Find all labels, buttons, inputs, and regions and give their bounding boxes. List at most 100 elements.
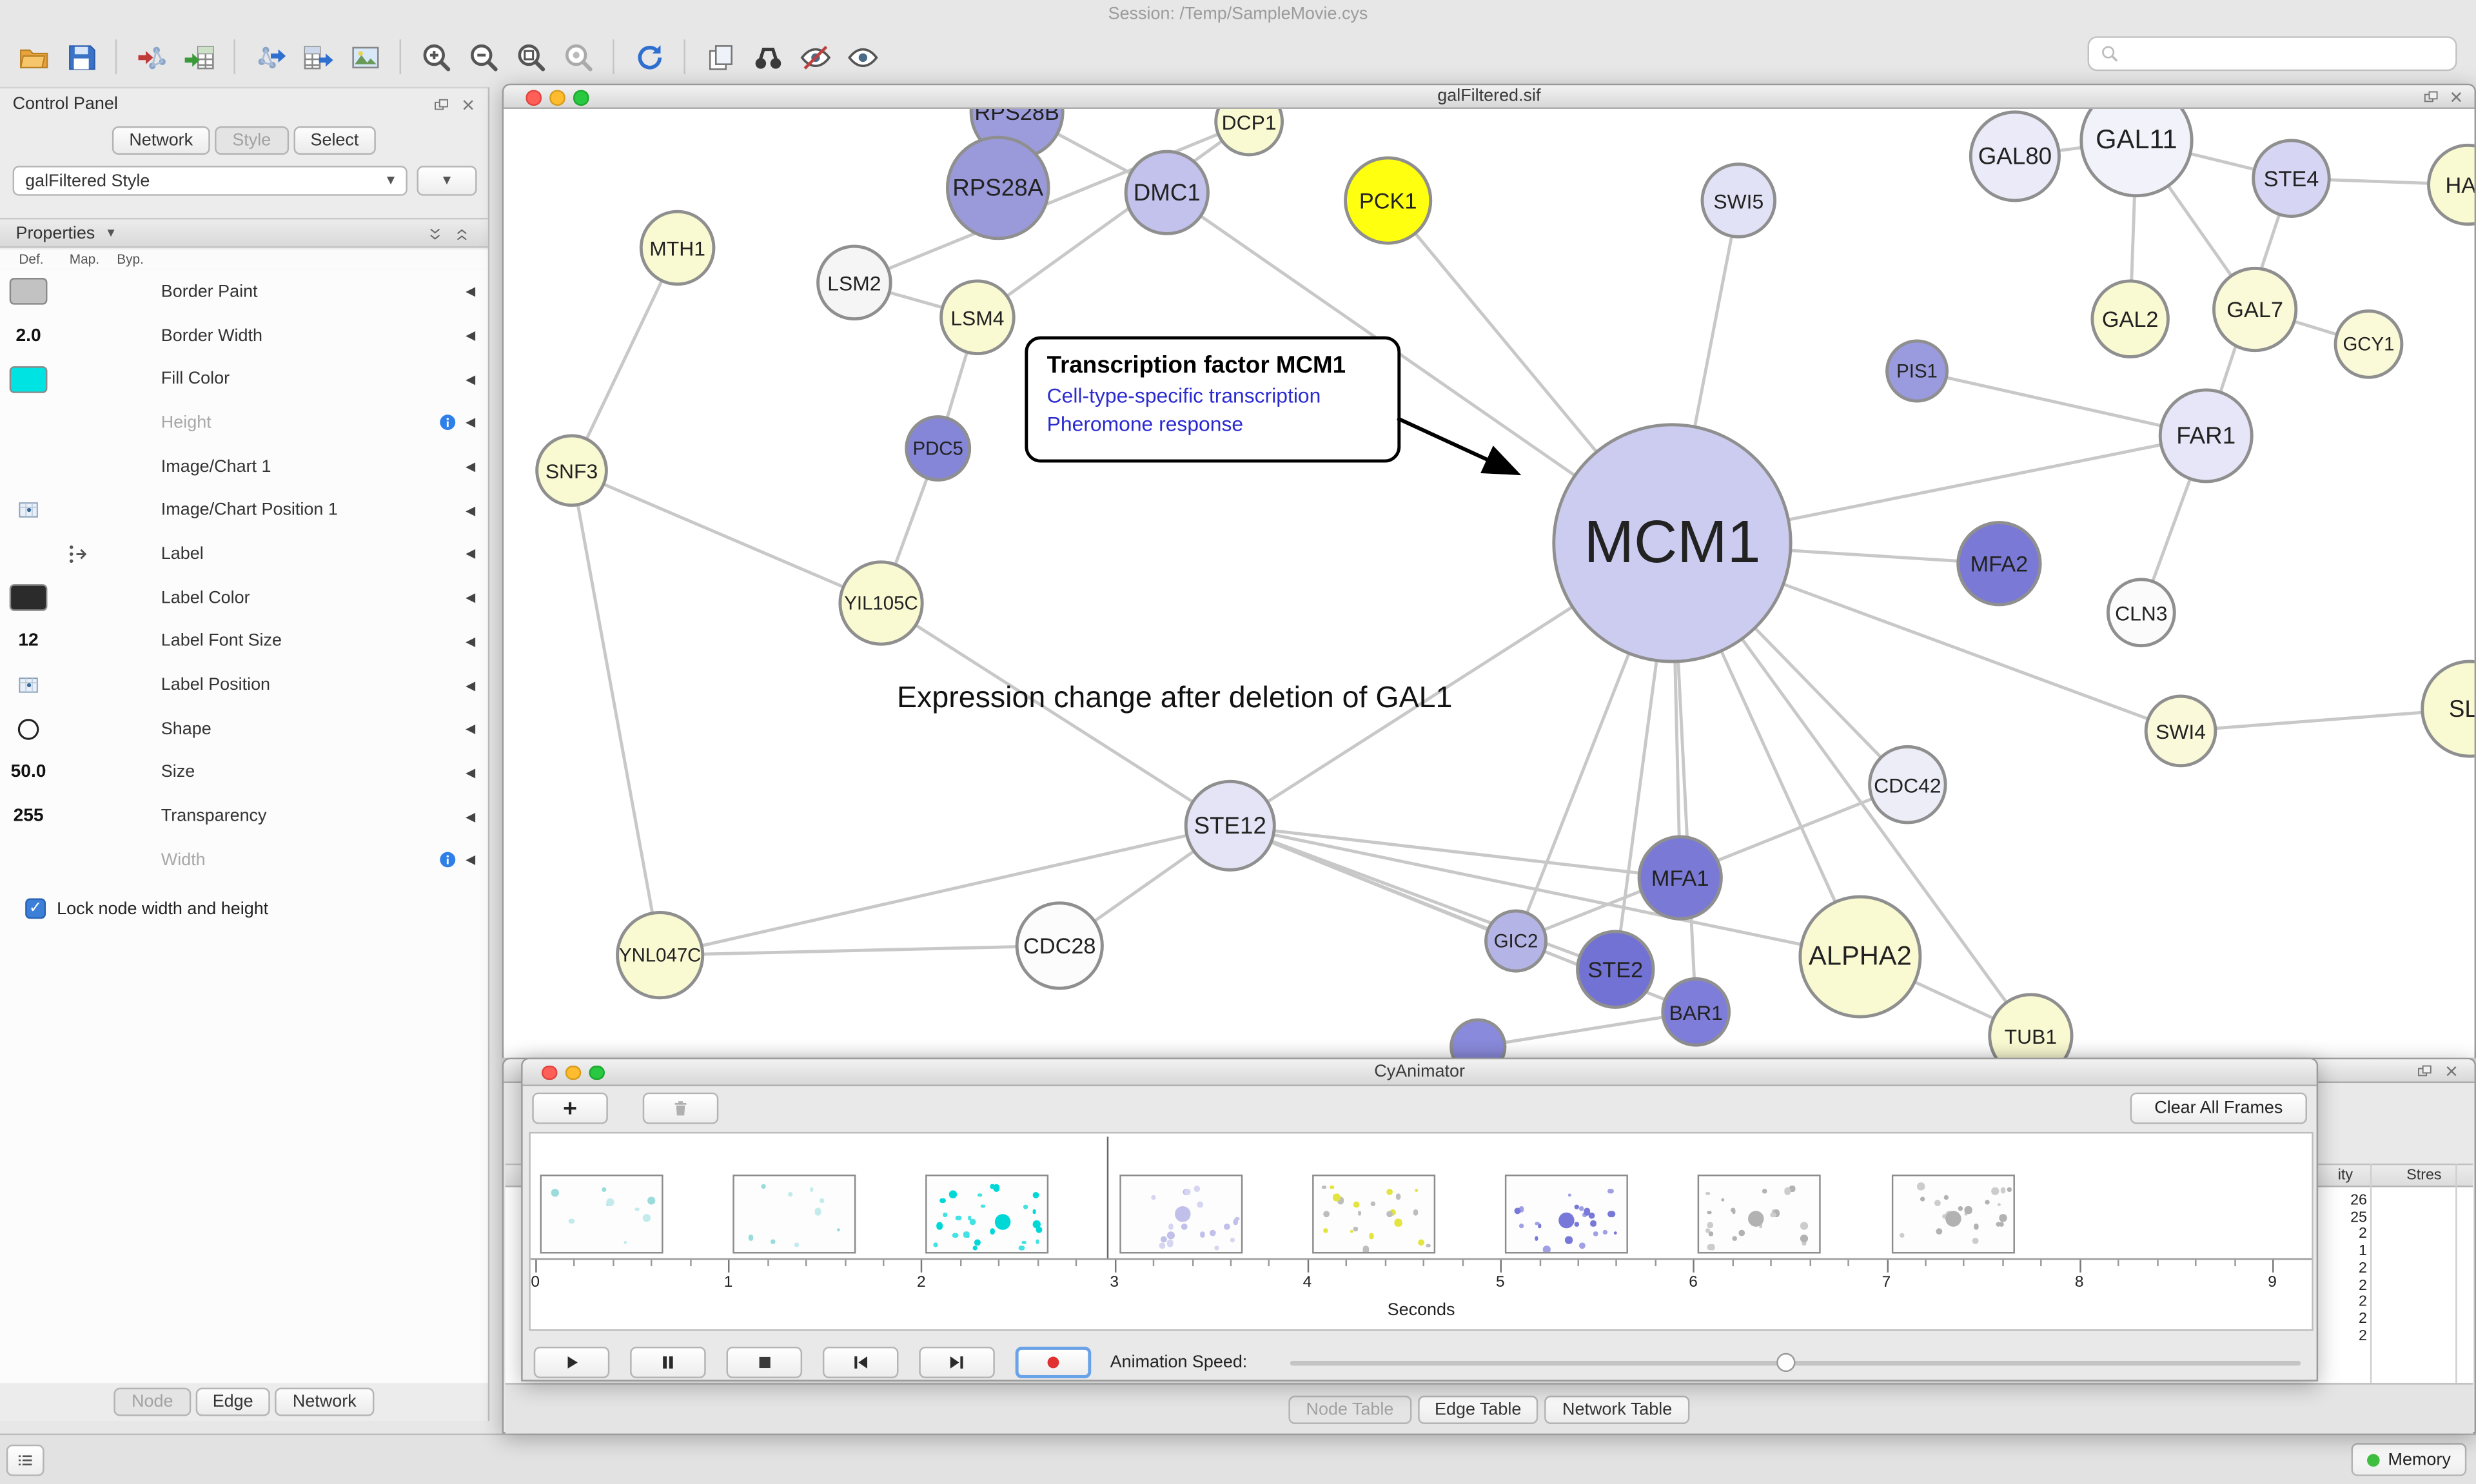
network-node-gcy1[interactable]: GCY1: [2334, 309, 2404, 379]
network-node-pck1[interactable]: PCK1: [1344, 156, 1433, 245]
zoom-traffic-light[interactable]: [573, 90, 589, 105]
open-session-button[interactable]: [10, 35, 57, 79]
property-row[interactable]: Width◀: [0, 838, 488, 882]
slider-thumb[interactable]: [1776, 1352, 1795, 1372]
copy-view-button[interactable]: [696, 35, 743, 79]
style-options-button[interactable]: ▾: [417, 166, 477, 196]
table-cell-value[interactable]: 1: [2359, 1242, 2368, 1260]
network-node-dmc1[interactable]: DMC1: [1124, 150, 1210, 235]
property-row[interactable]: Fill Color◀: [0, 357, 488, 401]
network-node-tub1[interactable]: TUB1: [1988, 993, 2074, 1058]
property-default-value[interactable]: 50.0: [10, 763, 46, 783]
network-node-yil105c[interactable]: YIL105C: [838, 560, 924, 646]
zoom-selected-button[interactable]: [555, 35, 602, 79]
expand-row-icon[interactable]: ◀: [466, 634, 476, 649]
zoom-fit-button[interactable]: [507, 35, 554, 79]
table-cell-value[interactable]: 2: [2359, 1310, 2368, 1328]
play-button[interactable]: [533, 1346, 610, 1378]
network-node-dcp1[interactable]: DCP1: [1214, 108, 1284, 157]
float-window-icon[interactable]: [2416, 1062, 2433, 1080]
network-node-slt[interactable]: SLT: [2421, 659, 2475, 758]
frame-thumbnail[interactable]: [732, 1175, 856, 1254]
network-node-gal80[interactable]: GAL80: [1969, 110, 2061, 202]
show-all-button[interactable]: [838, 35, 885, 79]
delete-frame-button[interactable]: [642, 1092, 719, 1124]
expand-row-icon[interactable]: ◀: [466, 328, 476, 343]
property-default-value[interactable]: [0, 278, 57, 306]
expand-all-icon[interactable]: [453, 226, 471, 243]
expand-row-icon[interactable]: ◀: [466, 372, 476, 387]
expand-row-icon[interactable]: ◀: [466, 591, 476, 605]
property-default-value[interactable]: [0, 366, 57, 393]
property-default-value[interactable]: [0, 672, 57, 698]
memory-button[interactable]: Memory: [2352, 1443, 2467, 1476]
expand-row-icon[interactable]: ◀: [466, 416, 476, 431]
property-default-value[interactable]: 255: [13, 806, 44, 826]
refresh-view-button[interactable]: [625, 35, 673, 79]
frame-thumbnail[interactable]: [540, 1175, 663, 1254]
network-node-pdc5[interactable]: PDC5: [905, 415, 972, 482]
export-image-button[interactable]: [341, 35, 388, 79]
expand-row-icon[interactable]: ◀: [466, 721, 476, 736]
network-node-cdc42[interactable]: CDC42: [1868, 745, 1947, 825]
frame-thumbnail[interactable]: [1891, 1175, 2014, 1254]
frame-thumbnail[interactable]: [1312, 1175, 1435, 1254]
stop-button[interactable]: [726, 1346, 803, 1378]
import-table-button[interactable]: [175, 35, 222, 79]
tab-select[interactable]: Select: [293, 126, 377, 155]
expand-row-icon[interactable]: ◀: [466, 459, 476, 474]
cyanimator-titlebar[interactable]: CyAnimator: [522, 1059, 2317, 1086]
expand-row-icon[interactable]: ◀: [466, 853, 476, 868]
tab-node-table[interactable]: Node Table: [1288, 1394, 1411, 1423]
info-icon[interactable]: [437, 413, 458, 433]
annotation-link[interactable]: Pheromone response: [1046, 412, 1244, 436]
search-box[interactable]: [2087, 36, 2457, 72]
animation-speed-slider[interactable]: [1290, 1347, 2301, 1378]
network-node-nodecut[interactable]: [1449, 1018, 1507, 1058]
pause-button[interactable]: [630, 1346, 706, 1378]
property-row[interactable]: Shape◀: [0, 707, 488, 751]
close-traffic-light[interactable]: [526, 90, 541, 105]
tab-style[interactable]: Style: [215, 126, 289, 155]
expand-row-icon[interactable]: ◀: [466, 503, 476, 518]
slider-track[interactable]: [1290, 1361, 2301, 1366]
frame-thumbnail[interactable]: [1119, 1175, 1243, 1254]
network-node-ynl047c[interactable]: YNL047C: [616, 911, 705, 1000]
network-node-lsm2[interactable]: LSM2: [816, 244, 892, 321]
network-node-mcm1[interactable]: MCM1: [1552, 423, 1793, 663]
network-node-ste12[interactable]: STE12: [1184, 779, 1276, 872]
float-window-icon[interactable]: [433, 96, 450, 113]
network-node-pis1[interactable]: PIS1: [1885, 339, 1949, 403]
network-node-gic2[interactable]: GIC2: [1484, 909, 1548, 973]
annotation-link[interactable]: Cell-type-specific transcription: [1046, 384, 1321, 407]
tab-edge-table[interactable]: Edge Table: [1417, 1394, 1539, 1423]
property-row[interactable]: Label◀: [0, 532, 488, 576]
network-node-swi4[interactable]: SWI4: [2144, 694, 2217, 768]
network-node-snf3[interactable]: SNF3: [535, 434, 608, 507]
expand-row-icon[interactable]: ◀: [466, 284, 476, 299]
property-row[interactable]: Image/Chart Position 1◀: [0, 489, 488, 532]
skip-start-button[interactable]: [822, 1346, 899, 1378]
tab-node[interactable]: Node: [114, 1387, 191, 1416]
tab-network[interactable]: Network: [112, 126, 211, 155]
zoom-traffic-light[interactable]: [589, 1064, 604, 1080]
float-window-icon[interactable]: [2422, 88, 2440, 106]
tab-network-table[interactable]: Network Table: [1545, 1394, 1690, 1423]
zoom-out-button[interactable]: [460, 35, 507, 79]
property-row[interactable]: Image/Chart 1◀: [0, 445, 488, 489]
table-cell-value[interactable]: 26: [2350, 1191, 2368, 1209]
property-default-value[interactable]: [0, 584, 57, 612]
show-panel-button[interactable]: [6, 1444, 44, 1476]
search-input[interactable]: [2125, 44, 2445, 63]
network-node-alpha2[interactable]: ALPHA2: [1798, 895, 1922, 1019]
style-selector[interactable]: galFiltered Style ▾: [12, 166, 408, 196]
network-node-swi5[interactable]: SWI5: [1700, 162, 1777, 239]
minimize-traffic-light[interactable]: [549, 90, 565, 105]
expand-row-icon[interactable]: ◀: [466, 809, 476, 824]
network-node-gal7[interactable]: GAL7: [2212, 266, 2298, 353]
table-cell-value[interactable]: 2: [2359, 1293, 2368, 1311]
